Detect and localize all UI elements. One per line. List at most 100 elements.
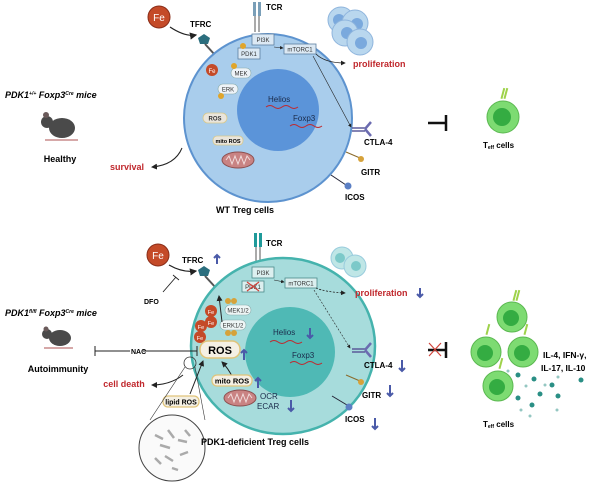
top-panel: PDK1+/+ Foxp3Cre mice Healthy survival F…: [5, 2, 520, 215]
mito-ros-label: mito ROS: [215, 377, 249, 386]
icos-label: ICOS: [345, 193, 365, 202]
erk-tfrc-arrow: [216, 295, 223, 323]
down-arrow-icon: [306, 328, 314, 340]
svg-text:Fe: Fe: [198, 325, 204, 331]
ros-label: ROS: [208, 345, 232, 357]
nac-label: NAC: [131, 349, 146, 356]
mtorc1-box: [284, 277, 318, 289]
up-arrow-icon: [254, 376, 262, 388]
ocr-label: OCR: [260, 392, 278, 401]
gitr-receptor-icon: [345, 151, 361, 159]
gitr-receptor-icon: [345, 374, 361, 382]
ecar-label: ECAR: [257, 402, 279, 411]
proliferating-cells-icon: [327, 6, 374, 56]
ctla4-receptor-icon: [352, 342, 372, 358]
down-arrow-icon: [386, 385, 394, 398]
helios-label: Helios: [268, 95, 290, 104]
phospho-icon: [231, 63, 237, 69]
teff-label: Teff cells: [483, 420, 515, 430]
iron-icon: [206, 64, 218, 76]
erk-box: [219, 319, 247, 331]
tcr-label: TCR: [266, 239, 283, 248]
mitochondrion-icon: [221, 151, 255, 169]
ctla4-receptor-icon: [352, 121, 372, 137]
iron-cluster-icon: Fe Fe Fe Fe: [194, 305, 217, 343]
mtorc1-label: mTORC1: [288, 282, 314, 288]
membrane-zoom-circle: [183, 356, 197, 370]
tcr-receptor-icon: [254, 233, 262, 262]
tfrc-label: TFRC: [182, 256, 204, 265]
cytokines-line2: IL-17, IL-10: [541, 363, 586, 373]
top-mouse-genotype: PDK1+/+ Foxp3Cre mice: [5, 90, 97, 100]
cytokine-dots-icon: [506, 369, 584, 418]
mtorc1-label: mTORC1: [287, 48, 313, 54]
mek-box: [230, 67, 252, 79]
up-arrow-icon: [240, 348, 248, 360]
phospho-icon: [231, 330, 237, 336]
up-arrow-icon: [213, 253, 221, 264]
bottom-panel: PDK1fl/fl Foxp3Cre mice Autoimmunity cel…: [5, 233, 586, 482]
erk-label: ERK: [222, 88, 234, 94]
svg-text:Fe: Fe: [152, 251, 164, 262]
teff-cells-cluster-icon: [470, 289, 539, 402]
down-arrow-icon: [398, 360, 406, 373]
gitr-label: GITR: [361, 168, 380, 177]
cell-death-label: cell death: [103, 379, 145, 389]
ros-label: ROS: [208, 117, 221, 123]
proliferation-label: proliferation: [355, 288, 408, 298]
lipid-ros-badge: [162, 395, 200, 408]
nac-inhibition: [143, 346, 198, 356]
proliferation-arrow: [315, 287, 346, 296]
foxp3-dna-icon: [289, 361, 323, 365]
tfrc-receptor-icon: [198, 266, 217, 289]
tcr-label: TCR: [266, 3, 283, 12]
cell-death-arrow: [151, 374, 184, 388]
svg-text:Fe: Fe: [208, 321, 214, 327]
bottom-mouse-genotype: PDK1fl/fl Foxp3Cre mice: [5, 308, 97, 318]
inhibition-icon: [428, 115, 448, 131]
pi3k-label: PI3K: [256, 38, 269, 44]
nac-autoimmunity-inhibition: [94, 346, 130, 356]
mek-box: [224, 304, 252, 316]
pdk1-label: PDK1: [245, 285, 261, 291]
top-phenotype: Healthy: [44, 154, 77, 164]
helios-dna-icon: [265, 105, 299, 109]
ros-badge: [202, 112, 228, 124]
bottom-phenotype: Autoimmunity: [28, 364, 89, 374]
foxp3-label: Foxp3: [292, 351, 315, 360]
fe-label: Fe: [208, 69, 216, 75]
iron-icon: Fe: [146, 243, 170, 267]
damaged-membrane-icon: [138, 414, 206, 482]
blocked-x-icon: [428, 342, 442, 357]
fe-arrow: [168, 264, 198, 276]
foxp3-dna-icon: [289, 124, 323, 128]
helios-label: Helios: [273, 328, 295, 337]
iron-icon: Fe: [147, 5, 171, 29]
pdk1-label: PDK1: [241, 52, 257, 58]
mitochondrion-icon: [223, 389, 257, 407]
pi3k-box: [251, 266, 275, 279]
mouse-icon: [42, 326, 73, 349]
ctla4-label: CTLA-4: [364, 361, 393, 370]
teff-label: Teff cells: [483, 141, 515, 151]
ko-cell-label: PDK1-deficient Treg cells: [201, 437, 309, 447]
ctla4-arrow: [313, 289, 351, 349]
teff-cell-icon: [486, 87, 520, 134]
dfo-inhibition: [162, 274, 180, 293]
icos-receptor-icon: [330, 174, 347, 186]
mek-label: MEK1/2: [227, 309, 249, 315]
mito-ros-badge: [212, 135, 244, 146]
foxp3-label: Foxp3: [293, 114, 316, 123]
erk-label: ERK1/2: [223, 324, 244, 330]
svg-text:Fe: Fe: [197, 336, 203, 342]
tfrc-receptor-icon: [198, 34, 216, 56]
down-arrow-icon: [371, 418, 379, 431]
phospho-icon: [231, 298, 237, 304]
wt-cell-label: WT Treg cells: [216, 205, 274, 215]
ctla4-label: CTLA-4: [364, 138, 393, 147]
deletion-x-icon: [246, 281, 260, 292]
mito-ros-label: mito ROS: [215, 139, 240, 145]
proliferating-cells-icon: [330, 246, 367, 278]
phospho-icon: [240, 43, 246, 49]
